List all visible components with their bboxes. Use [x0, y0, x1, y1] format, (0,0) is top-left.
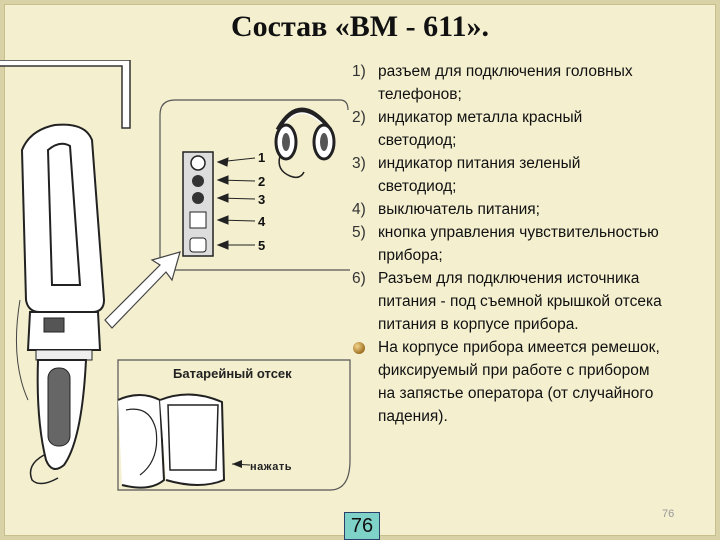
callout-label-5: 5 [258, 238, 265, 253]
list-item: 6) Разъем для подключения источника пита… [348, 267, 720, 336]
zoom-arrow [104, 251, 181, 329]
device-diagram: 1 2 3 4 5 Батарейный отсек [0, 59, 360, 530]
list-item-text: Разъем для подключения источника [378, 270, 640, 287]
list-item: 4) выключатель питания; [352, 201, 540, 218]
list-item-text: индикатор металла красный [378, 109, 583, 126]
callout-arrows [216, 157, 256, 250]
list-item: 5) кнопка управления чувствительностью п… [348, 221, 720, 267]
press-arrow [232, 460, 242, 468]
list-item: 1) разъем для подключения головных телеф… [348, 60, 720, 106]
note-item: На корпусе прибора имеется ремешок, фикс… [348, 336, 720, 428]
list-item-continuation: телефонов; [378, 86, 462, 103]
note-line: на запястье оператора (от случайного [378, 385, 654, 402]
headphones-icon [274, 107, 336, 179]
callout-label-3: 3 [258, 192, 265, 207]
page-number: 76 [662, 508, 675, 520]
metal-detector [15, 123, 106, 485]
list-item: 3) индикатор питания зеленый светодиод; [348, 152, 720, 198]
press-label: нажать [250, 461, 292, 473]
callout-label-2: 2 [258, 174, 265, 189]
note-line: На корпусе прибора имеется ремешок, [378, 339, 660, 356]
list-item-continuation: светодиод; [378, 132, 457, 149]
list-item-text: выключатель питания; [378, 201, 540, 218]
battery-compartment-drawing [117, 393, 226, 489]
list-item-continuation: питания в корпусе прибора. [378, 316, 579, 333]
slide-title: Состав «ВМ - 611». [231, 10, 489, 43]
bullet-icon [353, 342, 365, 354]
note-line: падения). [378, 408, 448, 425]
control-panel [182, 151, 214, 257]
note-line: фиксируемый при работе с прибором [378, 362, 650, 379]
callout-label-4: 4 [258, 214, 266, 229]
list-item-text: разъем для подключения головных [378, 63, 633, 80]
slide-number-badge: 76 [344, 512, 380, 540]
battery-label: Батарейный отсек [173, 366, 292, 381]
list-item-continuation: светодиод; [378, 178, 457, 195]
callout-label-1: 1 [258, 150, 265, 165]
list-item: 2) индикатор металла красный светодиод; [348, 106, 720, 152]
inset-box-top [159, 99, 349, 116]
component-list: 1) разъем для подключения головных телеф… [348, 60, 720, 428]
list-item-continuation: прибора; [378, 247, 443, 264]
list-item-text: индикатор питания зеленый [378, 155, 581, 172]
list-item-continuation: питания - под съемной крышкой отсека [378, 293, 662, 310]
battery-inset-box [117, 359, 351, 491]
list-item-text: кнопка управления чувствительностью [378, 224, 659, 241]
bracket-shape [0, 59, 131, 129]
